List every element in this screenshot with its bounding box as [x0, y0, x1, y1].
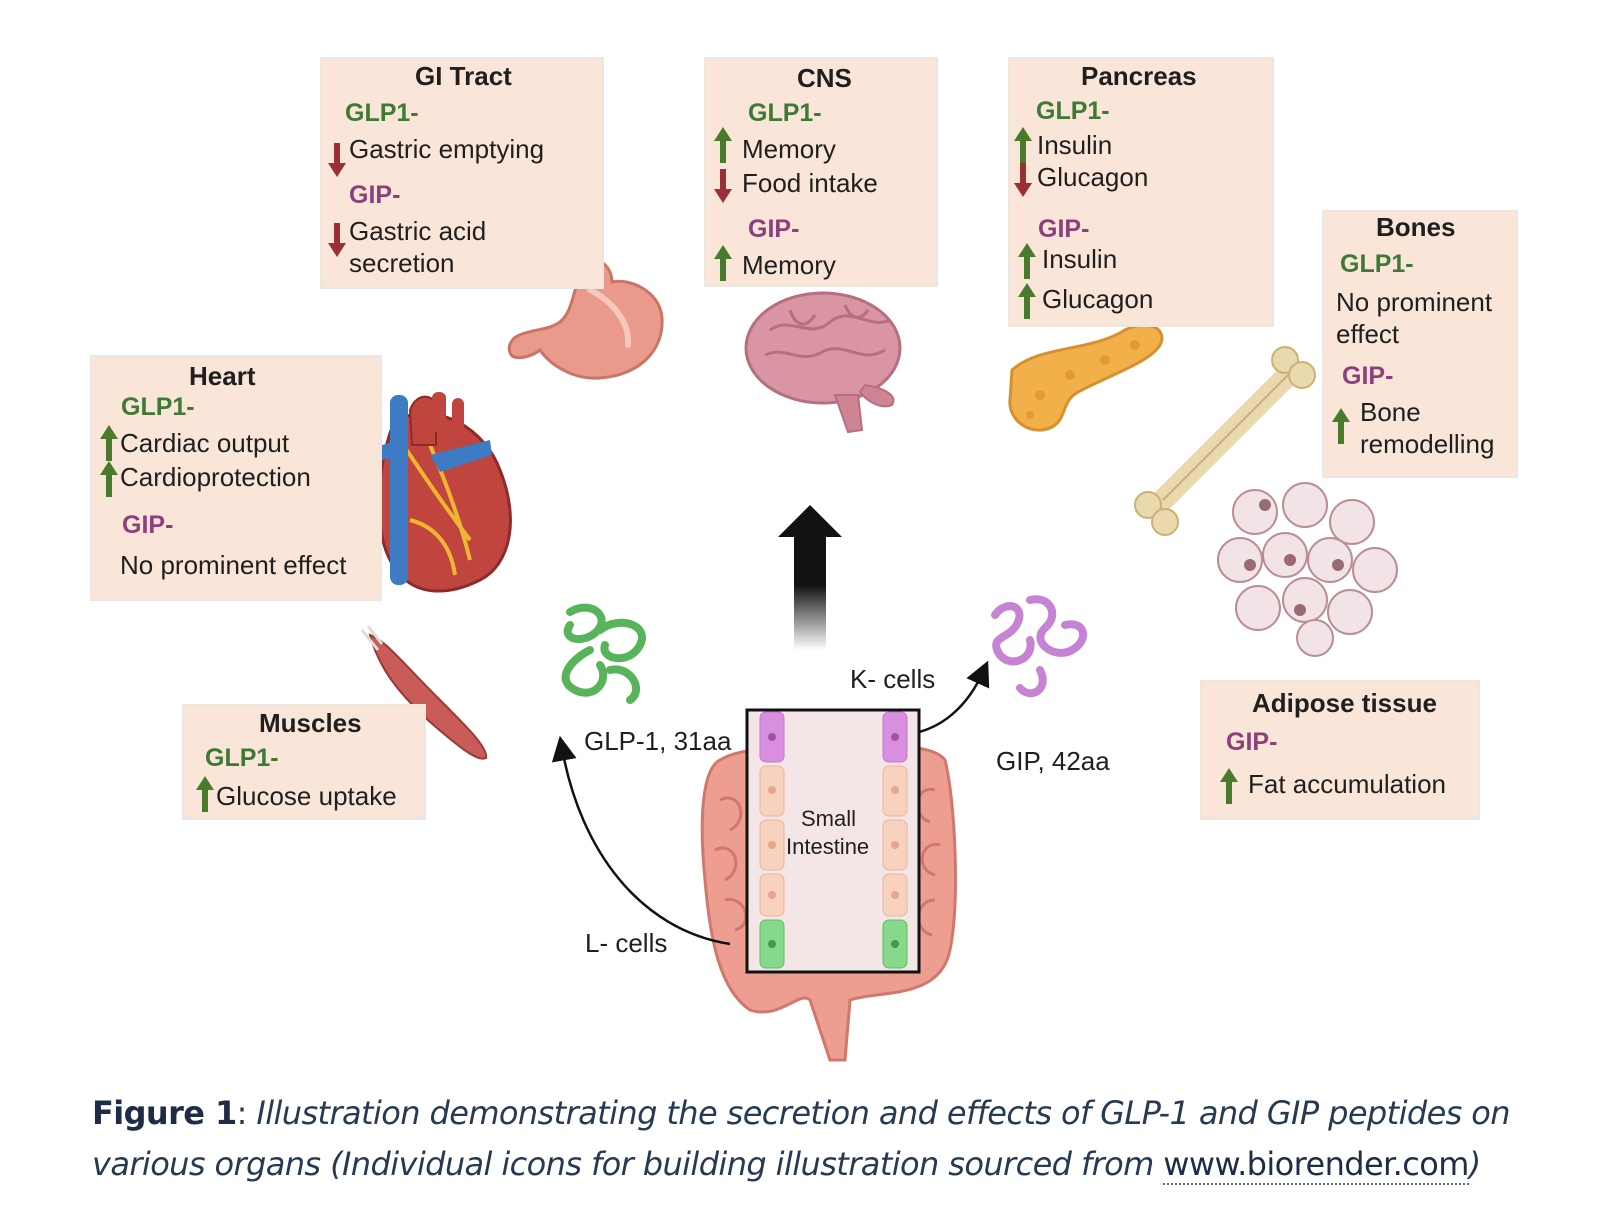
heart-glp-label: GLP1- — [121, 393, 195, 421]
pancreas-box: Pancreas GLP1- Insulin Glucagon GIP- Ins… — [1008, 57, 1274, 327]
up-arrow-icon — [100, 461, 118, 497]
adipose-gip-label: GIP- — [1226, 728, 1278, 756]
up-arrow-icon — [1018, 283, 1036, 319]
heart-gip-label: GIP- — [122, 511, 174, 539]
bones-glp-effect-line2: effect — [1336, 319, 1400, 349]
down-arrow-icon — [328, 223, 346, 257]
bone-icon — [1134, 346, 1316, 536]
pancreas-icon — [1008, 323, 1164, 432]
up-arrow-icon — [1014, 127, 1032, 163]
gi-tract-box: GI Tract GLP1- Gastric emptying GIP- Gas… — [320, 57, 604, 289]
figure-label: Figure 1 — [92, 1094, 237, 1132]
glp1-gip-diagram: GI Tract GLP1- Gastric emptying GIP- Gas… — [90, 57, 1518, 1062]
cns-gip-effect: Memory — [742, 250, 836, 280]
pancreas-gip-label: GIP- — [1038, 215, 1090, 243]
cns-glp-effect-line1: Memory — [742, 134, 836, 164]
caption-separator: : — [236, 1094, 248, 1132]
heart-glp-effect-line1: Cardiac output — [120, 428, 290, 458]
heart-icon — [372, 392, 512, 593]
bones-glp-effect-line1: No prominent — [1336, 287, 1493, 317]
bones-glp-label: GLP1- — [1340, 250, 1414, 278]
figure-caption: Figure 1: Illustration demonstrating the… — [92, 1088, 1532, 1190]
adipose-gip-effect: Fat accumulation — [1248, 769, 1446, 799]
muscle-icon — [360, 625, 488, 760]
glp1-peptide-icon — [561, 603, 646, 704]
up-arrow-icon — [714, 245, 732, 281]
down-arrow-icon — [714, 169, 732, 203]
up-arrow-icon — [196, 776, 214, 812]
cns-gip-label: GIP- — [748, 215, 800, 243]
muscles-box: Muscles GLP1- Glucose uptake — [182, 704, 426, 820]
gi-glp-label: GLP1- — [345, 99, 419, 127]
heart-gip-effect: No prominent effect — [120, 550, 347, 580]
gi-gip-effect-line1: Gastric acid — [349, 216, 487, 246]
cns-glp-label: GLP1- — [748, 99, 822, 127]
up-arrow-icon — [1332, 408, 1350, 444]
k-cells-label: K- cells — [850, 664, 936, 694]
illustration-artwork — [360, 258, 1398, 1062]
pancreas-glp-label: GLP1- — [1036, 97, 1110, 125]
up-arrow-icon — [1018, 243, 1036, 279]
pancreas-glp-effect-line2: Glucagon — [1037, 162, 1149, 192]
bones-gip-label: GIP- — [1342, 362, 1394, 390]
muscles-glp-effect: Glucose uptake — [216, 781, 397, 811]
bones-box: Bones GLP1- No prominent effect GIP- Bon… — [1322, 210, 1518, 478]
cns-title: CNS — [797, 63, 852, 93]
l-cells-to-glp1-arrow — [551, 735, 731, 946]
k-cells-to-gip-arrow — [918, 660, 990, 734]
pancreas-gip-effect-line1: Insulin — [1042, 244, 1118, 274]
up-arrow-icon — [100, 425, 118, 461]
caption-closing: ) — [1468, 1145, 1481, 1183]
up-arrow-icon — [1220, 768, 1238, 804]
adipose-box: Adipose tissue GIP- Fat accumulation — [1200, 680, 1480, 820]
caption-text: Illustration demonstrating the secretion… — [92, 1094, 1511, 1183]
heart-box: Heart GLP1- Cardiac output Cardioprotect… — [90, 355, 382, 601]
brain-icon — [744, 291, 902, 434]
bones-title: Bones — [1376, 212, 1456, 242]
bones-gip-effect-line1: Bone — [1360, 397, 1421, 427]
intestine-label-line2: Intestine — [786, 834, 870, 859]
l-cells-label: L- cells — [585, 928, 668, 958]
gip-peptide-icon — [991, 595, 1087, 698]
cns-box: CNS GLP1- Memory Food intake GIP- Memory — [704, 57, 938, 287]
pancreas-glp-effect-line1: Insulin — [1037, 130, 1113, 160]
stomach-icon — [507, 258, 664, 380]
adipose-title: Adipose tissue — [1252, 688, 1437, 718]
muscles-title: Muscles — [259, 708, 362, 738]
muscles-glp-label: GLP1- — [205, 744, 279, 772]
gip-peptide-label: GIP, 42aa — [996, 746, 1110, 776]
cns-glp-effect-line2: Food intake — [742, 168, 878, 198]
biorender-link[interactable]: www.biorender.com — [1163, 1145, 1469, 1185]
bones-gip-effect-line2: remodelling — [1360, 429, 1495, 459]
gi-gip-label: GIP- — [349, 181, 401, 209]
pancreas-gip-effect-line2: Glucagon — [1042, 284, 1154, 314]
pancreas-title: Pancreas — [1081, 61, 1197, 91]
gi-glp-effect: Gastric emptying — [349, 134, 545, 164]
glp1-peptide-label: GLP-1, 31aa — [584, 726, 732, 756]
intestine-label-line1: Small — [801, 806, 857, 831]
intestine-cross-section — [745, 708, 921, 974]
heart-title: Heart — [189, 361, 256, 391]
down-arrow-icon — [1014, 163, 1032, 197]
down-arrow-icon — [328, 143, 346, 177]
heart-glp-effect-line2: Cardioprotection — [120, 462, 311, 492]
up-arrow-icon — [714, 127, 732, 163]
gi-gip-effect-line2: secretion — [349, 248, 455, 278]
big-up-arrow — [778, 505, 842, 650]
gi-tract-title: GI Tract — [415, 61, 512, 91]
adipose-cells-icon — [1217, 482, 1398, 657]
